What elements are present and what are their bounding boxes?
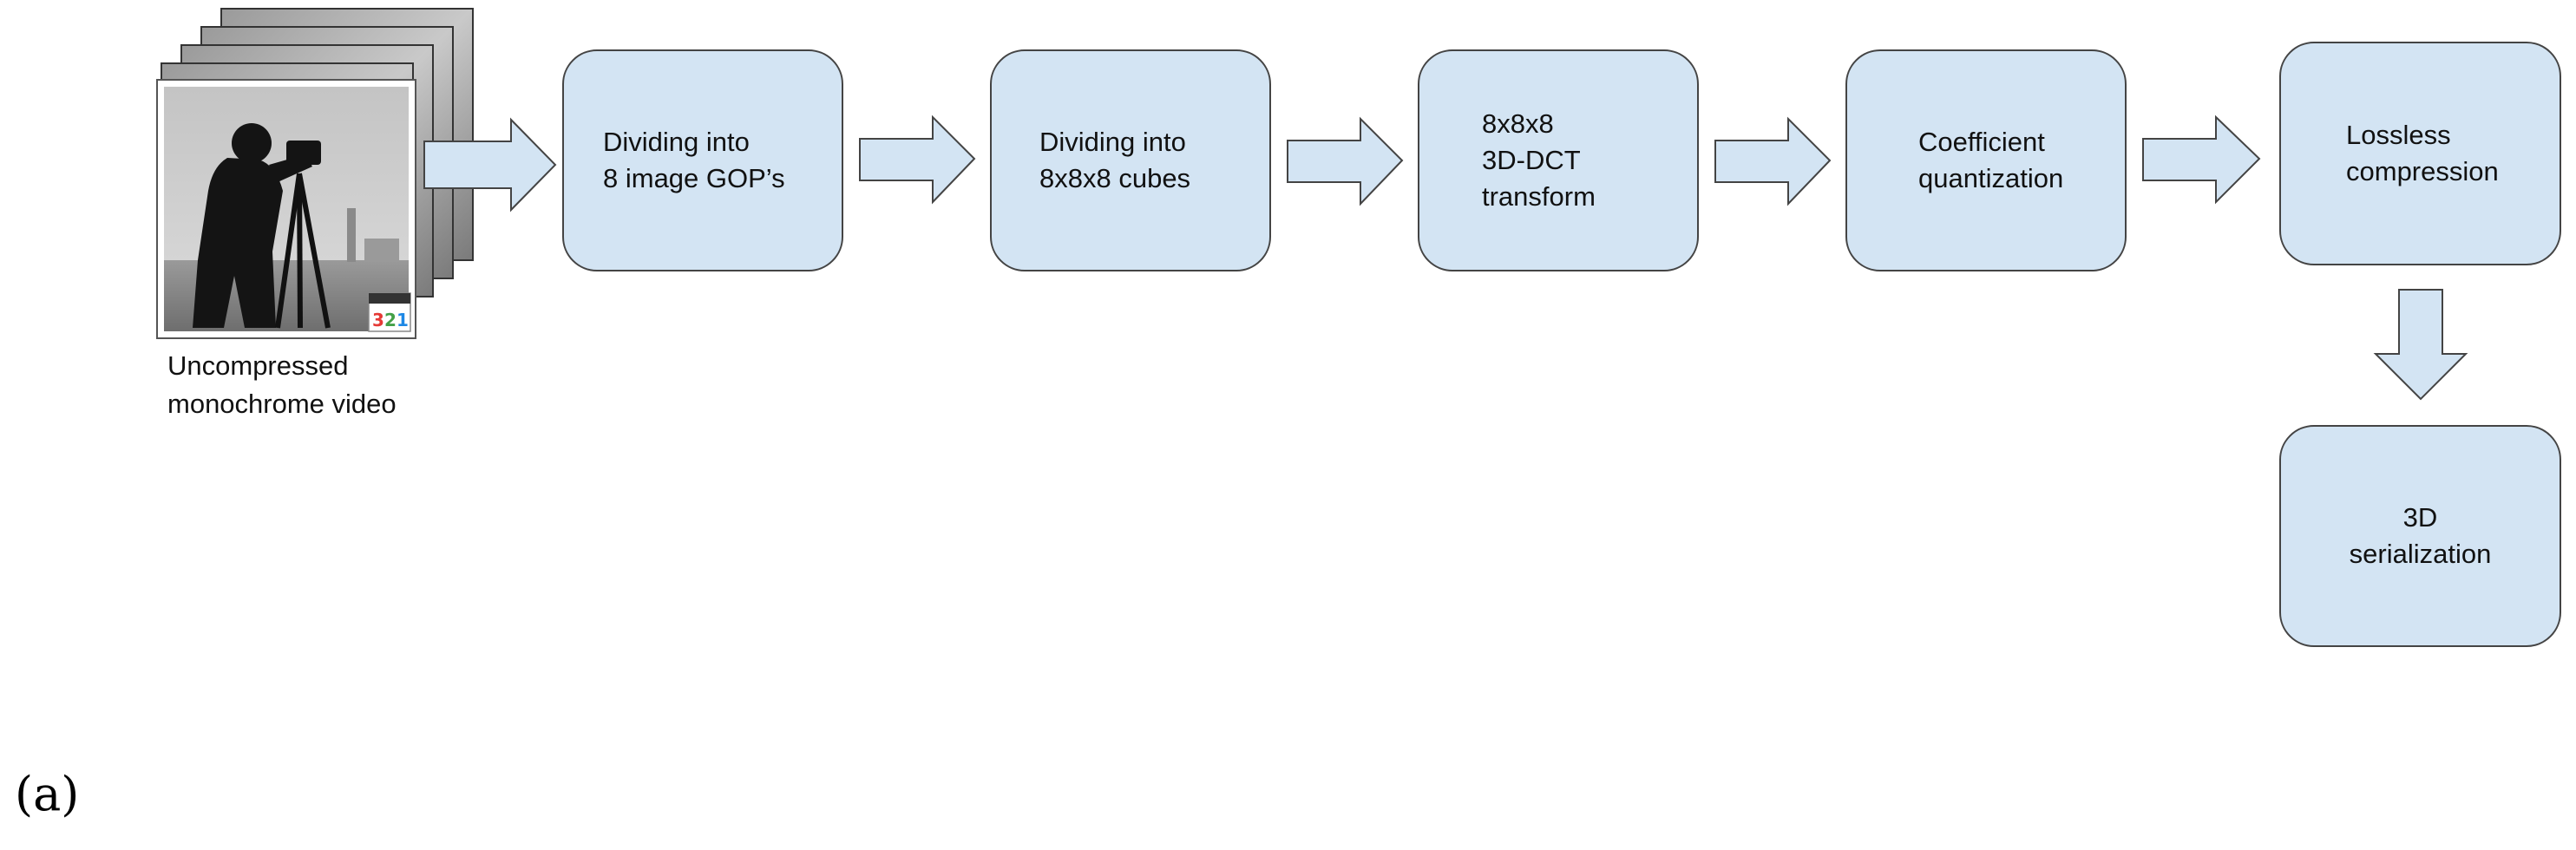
media-badge-icon: 3 2 1 [368, 292, 411, 332]
video-caption: Uncompressed monochrome video [167, 347, 397, 423]
step-label-line: compression [2346, 156, 2499, 186]
step-dct-transform: 8x8x8 3D-DCT transform [1418, 49, 1699, 271]
arrow-right-icon [2142, 114, 2261, 205]
step-label-line: transform [1482, 181, 1596, 212]
step-dividing-gops: Dividing into 8 image GOP’s [562, 49, 843, 271]
step-label-line: 8x8x8 [1482, 108, 1554, 139]
step-label-line: serialization [2349, 539, 2492, 569]
arrow-down-icon [2373, 289, 2468, 401]
badge-digit: 3 [372, 310, 384, 330]
badge-digit: 1 [397, 310, 409, 330]
step-label-line: Lossless [2346, 120, 2451, 150]
step-label-line: Dividing into [1039, 127, 1186, 157]
video-caption-line: monochrome video [167, 389, 397, 419]
step-label-line: Coefficient [1918, 127, 2045, 157]
step-label-line: 3D-DCT [1482, 145, 1581, 175]
panel-label: (a) [15, 767, 80, 821]
step-label-line: 3D [2402, 502, 2438, 533]
arrow-right-icon [859, 114, 976, 205]
cameraman-thumbnail: 3 2 1 [156, 79, 416, 339]
step-label-line: 8 image GOP’s [603, 163, 785, 193]
badge-digit: 2 [384, 310, 397, 330]
video-caption-line: Uncompressed [167, 350, 349, 381]
step-dividing-cubes: Dividing into 8x8x8 cubes [990, 49, 1271, 271]
step-coefficient-quantization: Coefficient quantization [1845, 49, 2127, 271]
step-serialization: 3D serialization [2279, 425, 2561, 647]
arrow-right-icon [423, 117, 557, 212]
step-lossless-compression: Lossless compression [2279, 42, 2561, 265]
step-label-line: 8x8x8 cubes [1039, 163, 1191, 193]
arrow-right-icon [1287, 116, 1404, 206]
arrow-right-icon [1714, 116, 1832, 206]
step-label-line: Dividing into [603, 127, 750, 157]
step-label-line: quantization [1918, 163, 2064, 193]
